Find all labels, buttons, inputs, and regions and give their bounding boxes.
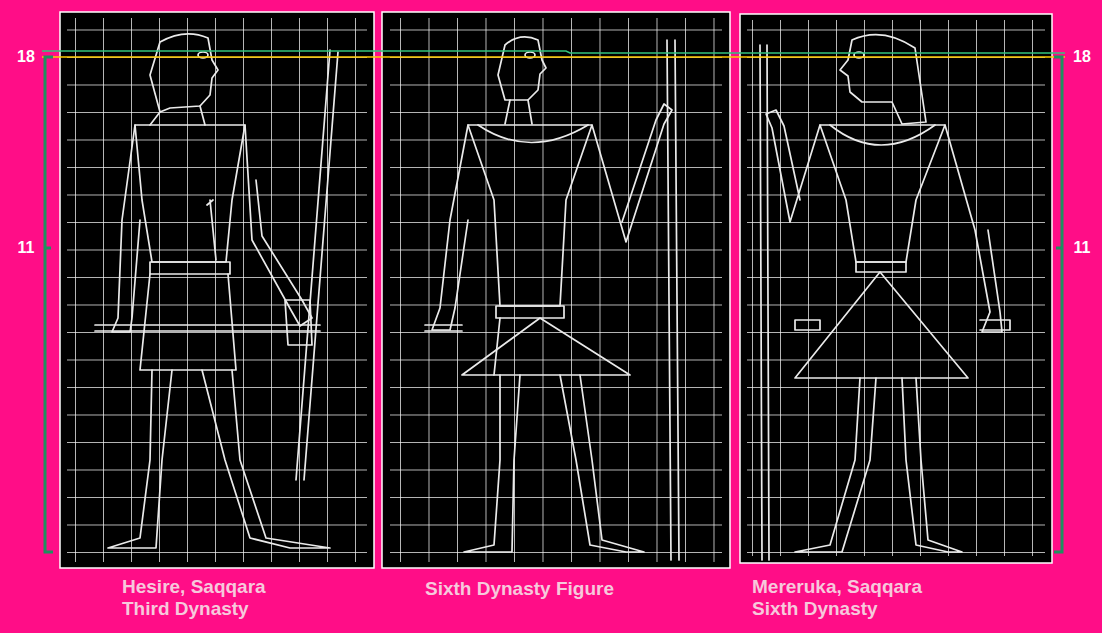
- scale-number: 18: [12, 48, 40, 66]
- figure-caption: Hesire, Saqqara Third Dynasty: [122, 576, 300, 620]
- reference-line: [42, 56, 1065, 58]
- scale-number: 18: [1068, 48, 1096, 66]
- sixth-dynasty-figure: [425, 37, 679, 560]
- scale-number: 11: [12, 239, 40, 257]
- figure-caption: Sixth Dynasty Figure: [425, 578, 705, 600]
- reference-line: [42, 51, 1065, 53]
- scale-number: 11: [1068, 239, 1096, 257]
- hesire-figure: [95, 34, 338, 548]
- scale-bracket: [45, 57, 1062, 552]
- grid-panel: [60, 12, 374, 568]
- mereruka-figure: [760, 35, 1010, 560]
- grid-panel: [382, 12, 730, 568]
- figure-caption: Mereruka, Saqqara Sixth Dynasty: [752, 576, 948, 620]
- grid-panel: [740, 14, 1052, 563]
